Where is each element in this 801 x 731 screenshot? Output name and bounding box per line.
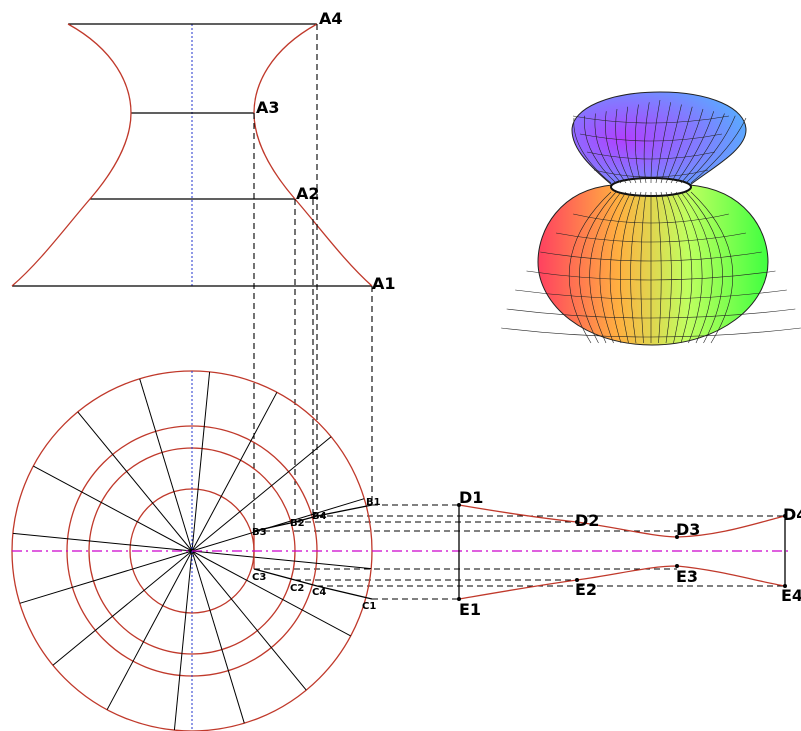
mesh-line xyxy=(665,191,682,344)
mesh-line xyxy=(594,113,622,184)
radial-line xyxy=(106,550,193,710)
mesh-line xyxy=(655,102,672,184)
mesh-line xyxy=(589,191,622,344)
mesh-line xyxy=(670,108,704,184)
mesh-line xyxy=(630,191,642,344)
mesh-line xyxy=(625,106,637,184)
mesh-line xyxy=(573,117,612,184)
radial-line xyxy=(191,498,365,552)
radial-line xyxy=(52,550,193,666)
mesh-line xyxy=(599,191,627,344)
radial-line xyxy=(12,532,193,552)
radial-line xyxy=(33,465,193,552)
mesh-line xyxy=(643,102,650,184)
mesh-line xyxy=(665,106,693,184)
mesh-line xyxy=(605,111,627,184)
mesh-line xyxy=(685,115,736,184)
radial-line xyxy=(191,550,351,637)
mesh-line xyxy=(675,111,715,184)
mesh-line xyxy=(586,151,716,160)
mesh-line xyxy=(634,104,642,184)
mesh-line xyxy=(620,191,637,344)
label-e4: E4 xyxy=(781,586,801,605)
mesh-line xyxy=(675,191,703,344)
mesh-line xyxy=(690,191,734,344)
dev-lower-profile xyxy=(458,565,786,600)
radial-lines xyxy=(12,371,372,731)
radial-line xyxy=(19,550,193,604)
label-d3: D3 xyxy=(676,520,700,539)
front-left-profile xyxy=(11,23,132,287)
mesh-line xyxy=(655,191,662,344)
mesh-line xyxy=(685,191,723,344)
mesh-line xyxy=(690,117,747,184)
label-c3: C3 xyxy=(252,572,266,583)
label-e2: E2 xyxy=(575,580,597,599)
mesh-line xyxy=(615,108,632,184)
label-a3: A3 xyxy=(256,98,280,117)
label-d4: D4 xyxy=(783,505,801,524)
mesh-line xyxy=(579,133,723,142)
label-d2: D2 xyxy=(575,511,599,530)
radial-line xyxy=(173,550,193,731)
mesh-line xyxy=(609,191,632,344)
mesh-line xyxy=(660,191,672,344)
radial-line xyxy=(191,550,245,724)
front-view xyxy=(11,23,373,287)
label-c2: C2 xyxy=(290,583,304,594)
hyperboloid-render xyxy=(501,91,801,346)
labels: A4 A3 A2 A1 B1 B2 B3 B4 C1 C2 C3 C4 D1 D… xyxy=(252,9,801,619)
label-d1: D1 xyxy=(459,488,483,507)
mesh-line xyxy=(680,191,713,344)
radial-line xyxy=(77,411,193,552)
label-b2: B2 xyxy=(290,518,305,529)
render-mesh xyxy=(501,99,801,344)
radial-line xyxy=(191,392,278,552)
mesh-line xyxy=(650,99,661,184)
label-c4: C4 xyxy=(312,587,326,598)
label-a4: A4 xyxy=(319,9,343,28)
render-lower-body xyxy=(537,184,769,346)
section-curve-upper xyxy=(253,504,373,532)
label-a1: A1 xyxy=(372,274,396,293)
mesh-line xyxy=(568,191,612,344)
mesh-line xyxy=(680,113,725,184)
mesh-line xyxy=(670,191,693,344)
mesh-line xyxy=(579,191,617,344)
projection-lines xyxy=(253,24,785,600)
radial-line xyxy=(191,371,211,552)
radial-line xyxy=(191,436,332,552)
development-view xyxy=(457,503,787,601)
render-upper-body xyxy=(571,91,747,186)
dev-upper-profile xyxy=(458,504,786,538)
label-b1: B1 xyxy=(366,497,381,508)
mesh-line xyxy=(640,191,647,344)
radial-line xyxy=(191,550,372,570)
label-a2: A2 xyxy=(296,184,320,203)
label-e1: E1 xyxy=(459,600,481,619)
section-curve-lower xyxy=(253,568,373,600)
label-b4: B4 xyxy=(312,511,327,522)
radial-line xyxy=(139,378,193,552)
label-c1: C1 xyxy=(362,601,376,612)
label-e3: E3 xyxy=(676,567,698,586)
mesh-line xyxy=(584,115,617,184)
front-right-profile xyxy=(253,23,373,287)
radial-line xyxy=(191,550,307,691)
label-b3: B3 xyxy=(252,527,267,538)
mesh-line xyxy=(660,104,682,184)
